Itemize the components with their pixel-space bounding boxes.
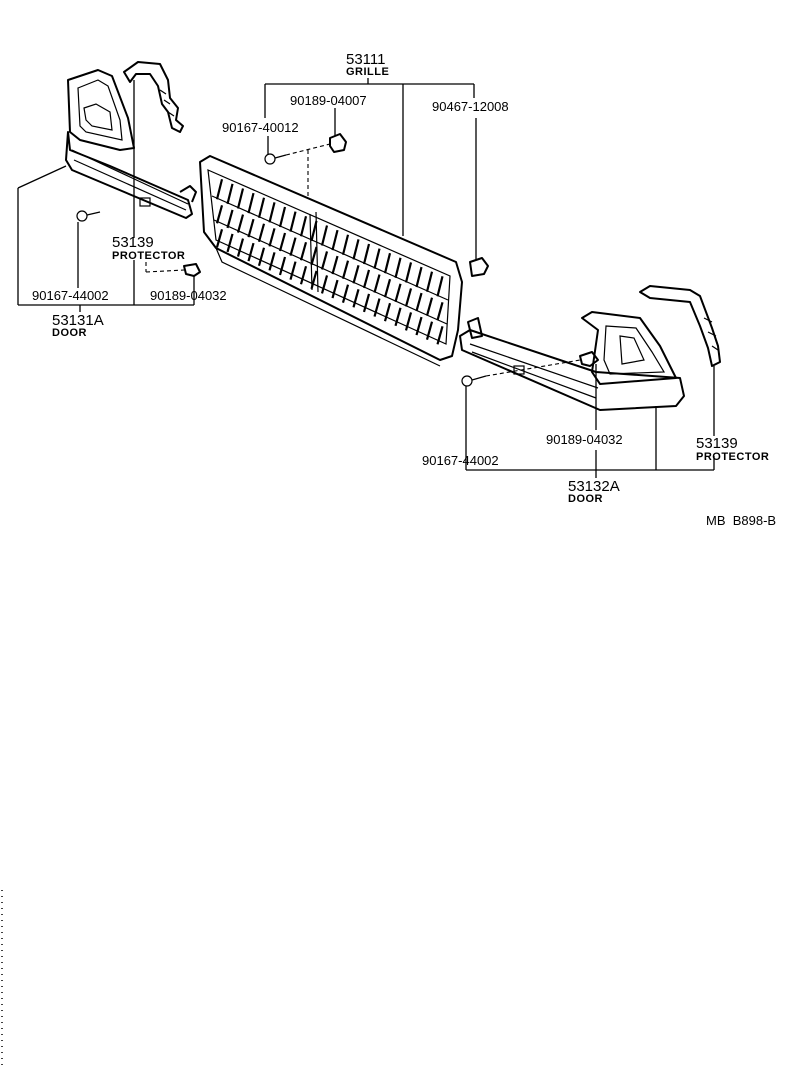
nut-left-part-number: 90189-04032 — [150, 288, 227, 303]
grille-part-number: 53111 — [346, 51, 386, 68]
grille-slat — [299, 215, 308, 237]
grille-slat — [352, 265, 360, 284]
grille-slat — [341, 284, 350, 304]
grille-slat — [383, 252, 392, 274]
grille-slat — [352, 239, 360, 260]
grille-slat — [289, 261, 297, 280]
grille-slat — [331, 255, 339, 275]
bolt-center-part-number: 90167-40012 — [222, 120, 299, 135]
grille-slat — [352, 289, 360, 308]
grille-slat — [268, 202, 276, 223]
grille-slat — [299, 265, 308, 285]
nut-right-part-number: 90189-04032 — [546, 432, 623, 447]
grille-slat — [394, 283, 402, 303]
grille-slat — [226, 233, 234, 253]
protector-right-part-name: PROTECTOR — [696, 451, 769, 463]
nut-center-icon — [329, 133, 347, 153]
nut-left-icon — [183, 263, 201, 277]
nut-right-icon — [579, 351, 599, 367]
grille-slat — [215, 228, 224, 248]
grille-slat — [373, 248, 381, 269]
grille-slat — [289, 211, 297, 232]
grille-part — [199, 155, 463, 367]
grille-slat — [320, 251, 329, 270]
grille-slat — [362, 243, 371, 265]
grille-slat — [299, 241, 308, 261]
grille-slat — [331, 279, 339, 299]
bolt-left-icon — [76, 210, 101, 222]
bolt-center-icon — [264, 153, 287, 165]
protector-right-part-number: 53139 — [696, 435, 738, 452]
door-left-part-name: DOOR — [52, 327, 87, 339]
grille-slat — [257, 247, 266, 267]
clip-right-part-number: 90467-12008 — [432, 99, 509, 114]
grille-slat — [278, 206, 287, 228]
grille-slat — [289, 237, 297, 256]
grille-slat — [215, 204, 224, 224]
grille-slat — [247, 242, 255, 262]
grille-slat — [362, 293, 371, 313]
grille-slat — [215, 179, 224, 200]
grille-slat — [236, 188, 245, 209]
grille-slat — [425, 271, 434, 292]
grille-slat — [331, 229, 339, 251]
grille-slat — [310, 270, 318, 290]
right-door-part — [459, 311, 685, 411]
right-protector-part — [639, 285, 721, 367]
bolt-right-part-number: 90167-44002 — [422, 453, 499, 468]
protector-left-part-number: 53139 — [112, 234, 154, 251]
grille-slat — [257, 197, 266, 219]
reference-code: MB B898-B — [706, 513, 776, 528]
clip-right-icon — [469, 257, 489, 277]
grille-slat — [278, 256, 287, 276]
grille-part-name: GRILLE — [346, 66, 389, 78]
grille-slat — [383, 278, 392, 298]
grille-slat — [383, 302, 392, 322]
grille-slat — [404, 312, 413, 331]
grille-slat — [373, 274, 381, 293]
protector-left-part-name: PROTECTOR — [112, 250, 185, 262]
grille-slat — [341, 260, 350, 280]
grille-slat — [394, 307, 402, 327]
door-left-part-number: 53131A — [52, 312, 104, 329]
grille-slat — [247, 218, 255, 238]
grille-slat — [247, 192, 255, 214]
left-protector-part — [123, 61, 184, 133]
grille-slat — [257, 223, 266, 243]
grille-slat — [404, 262, 413, 283]
grille-slat — [226, 183, 234, 205]
nut-center-part-number: 90189-04007 — [290, 93, 367, 108]
grille-slat — [320, 275, 329, 294]
grille-slat — [394, 257, 402, 279]
grille-slat — [436, 276, 444, 297]
grille-slat — [425, 297, 434, 316]
grille-slat — [415, 266, 423, 288]
grille-slat — [320, 225, 329, 246]
grille-slat — [436, 302, 444, 321]
grille-slat — [341, 234, 350, 255]
grille-slat — [415, 292, 423, 312]
grille-slat — [425, 321, 434, 340]
grille-slat — [373, 298, 381, 317]
bolt-right-icon — [461, 375, 487, 387]
grille-slat — [268, 228, 276, 247]
bolt-left-part-number: 90167-44002 — [32, 288, 109, 303]
grille-slat — [310, 246, 318, 266]
door-right-part-number: 53132A — [568, 478, 620, 495]
grille-slat — [236, 238, 245, 257]
door-right-part-name: DOOR — [568, 493, 603, 505]
left-door-part — [65, 69, 197, 219]
grille-slat — [404, 288, 413, 307]
grille-slat — [278, 232, 287, 252]
grille-slat — [362, 269, 371, 289]
grille-slat — [310, 220, 318, 242]
grille-slat — [436, 326, 444, 345]
leader-lines — [17, 78, 715, 478]
grille-slat — [226, 209, 234, 229]
grille-slat — [268, 252, 276, 271]
grille-slat — [415, 316, 423, 336]
grille-slat — [236, 214, 245, 233]
